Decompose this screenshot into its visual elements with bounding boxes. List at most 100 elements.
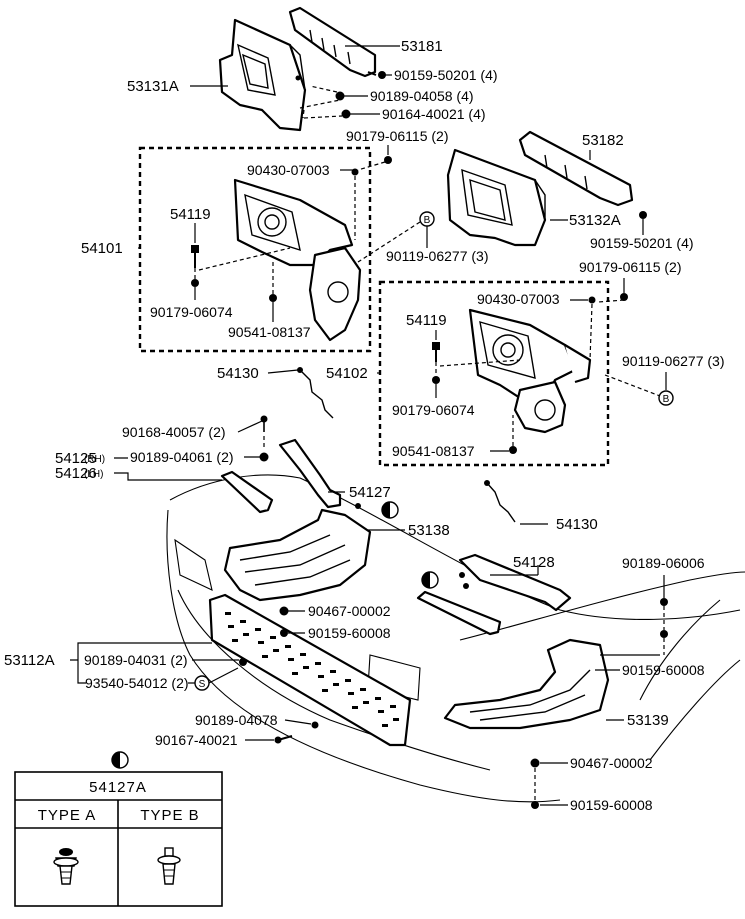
screw-90159-60008-a [280, 629, 288, 637]
bumper-outline [166, 474, 745, 803]
label-53139: 53139 [627, 712, 669, 729]
label-53138: 53138 [408, 522, 450, 539]
bolt-90168-40057 [260, 415, 268, 432]
label-90168-40057: 90168-40057 (2) [122, 424, 226, 440]
nut-90189-04078 [311, 721, 319, 729]
legend-title: 54127A [89, 779, 147, 796]
headlamp-housing-54101 [233, 178, 362, 342]
label-53112a: 53112A [4, 652, 55, 669]
screw-90159-50201-a [367, 71, 386, 79]
part-labels: 53181 53131A 90159-50201 (4) 90189-04058… [4, 38, 724, 813]
nut-90189-04058 [335, 91, 345, 101]
label-90189-04058: 90189-04058 (4) [370, 88, 474, 104]
label-90467-00002-a: 90467-00002 [308, 603, 391, 619]
svg-text:S: S [199, 679, 206, 690]
label-90179-06115-a: 90179-06115 (2) [346, 128, 448, 144]
clip-type-a-icon [53, 848, 79, 885]
bolt-54119-a [191, 245, 199, 268]
label-90541-08137-b: 90541-08137 [392, 443, 475, 459]
bracket-54127 [278, 438, 342, 509]
nut-90164-40021 [341, 109, 351, 119]
label-54125-rh: (RH) [84, 454, 105, 465]
svg-text:B: B [663, 394, 670, 405]
bolt-54119-b [432, 342, 440, 362]
clip-90541-08137-a [269, 294, 277, 302]
svg-text:B: B [424, 215, 431, 226]
label-53132a: 53132A [569, 212, 621, 229]
screw-90159-60008-b [660, 630, 668, 638]
screw-90159-50201-b [639, 211, 647, 219]
label-90164-40021: 90164-40021 (4) [382, 106, 486, 122]
screw-90159-60008-c [531, 801, 539, 809]
legend-table: 54127A TYPE A TYPE B [14, 751, 223, 907]
label-90467-00002-b: 90467-00002 [570, 755, 653, 771]
bolt-90179-06115-a [384, 156, 392, 164]
b-marker-left: B [419, 211, 435, 227]
label-90159-60008-c: 90159-60008 [570, 797, 653, 813]
clip-half-circle-a [355, 501, 399, 519]
legend-type-a: TYPE A [38, 807, 97, 824]
label-90541-08137-a: 90541-08137 [228, 324, 311, 340]
bracket-54125 [220, 470, 274, 514]
label-90189-04078: 90189-04078 [195, 712, 278, 728]
b-marker-right: B [658, 390, 674, 406]
label-90159-60008-b: 90159-60008 [622, 662, 705, 678]
label-90119-06277-a: 90119-06277 (3) [386, 248, 488, 264]
label-90179-06074-b: 90179-06074 [392, 402, 475, 418]
clip-90541-08137-b [509, 446, 517, 454]
nut-90467-00002-a [279, 606, 289, 616]
leader-lines [70, 45, 667, 806]
bracket-53131a [218, 18, 307, 132]
label-90159-60008-a: 90159-60008 [308, 625, 391, 641]
nut-90189-04061 [259, 452, 269, 462]
label-54130-a: 54130 [217, 365, 259, 382]
label-53182: 53182 [582, 132, 624, 149]
nut-90179-06074-a [191, 279, 199, 287]
label-54127: 54127 [349, 484, 391, 501]
legend-type-b: TYPE B [140, 807, 199, 824]
clip-type-b-icon [157, 847, 181, 885]
label-54130-b: 54130 [556, 516, 598, 533]
label-90430-07003-a: 90430-07003 [247, 162, 330, 178]
clip-half-circle-b [421, 571, 469, 589]
label-54119-b: 54119 [406, 312, 447, 329]
nut-90189-04031 [239, 658, 247, 666]
strip-53181 [288, 6, 377, 78]
shield-53139 [443, 638, 610, 730]
headlamp-housing-54102 [468, 308, 592, 434]
nut-90179-06074-b [432, 376, 440, 384]
screw-90167-40021 [274, 735, 293, 744]
bolt-90179-06115-b [620, 293, 628, 301]
label-53181: 53181 [401, 38, 443, 55]
nut-90467-00002-b [530, 758, 540, 768]
label-90119-06277-b: 90119-06277 (3) [622, 353, 724, 369]
label-90179-06115-b: 90179-06115 (2) [579, 259, 681, 275]
label-90189-06006: 90189-06006 [622, 555, 705, 571]
bracket-53132a [446, 148, 547, 247]
label-90189-04031: 90189-04031 (2) [84, 652, 188, 668]
nut-90189-06006 [660, 598, 668, 606]
legend-half-circle-icon [111, 751, 129, 769]
cable-54130-a [297, 367, 334, 419]
bracket-54128 [416, 553, 572, 636]
cable-54130-b [484, 480, 516, 523]
label-90159-50201-b: 90159-50201 (4) [590, 235, 694, 251]
label-54102: 54102 [326, 365, 368, 382]
label-53131a: 53131A [127, 78, 179, 95]
label-90167-40021: 90167-40021 [155, 732, 238, 748]
label-54101: 54101 [81, 240, 123, 257]
grille-53112a [208, 593, 412, 747]
label-90159-50201-a: 90159-50201 (4) [394, 67, 498, 83]
label-90430-07003-b: 90430-07003 [477, 291, 560, 307]
label-90179-06074-a: 90179-06074 [150, 304, 233, 320]
label-54125: 54125 [55, 450, 97, 467]
label-54126: 54126 [55, 465, 97, 482]
label-90189-04061: 90189-04061 (2) [130, 449, 234, 465]
label-54119-a: 54119 [170, 206, 211, 223]
label-54128: 54128 [513, 554, 555, 571]
label-93540-54012: 93540-54012 (2) [85, 675, 189, 691]
bolt-90430-07003-b [588, 296, 596, 304]
s-marker: S [194, 675, 210, 691]
shield-53138 [223, 508, 372, 602]
